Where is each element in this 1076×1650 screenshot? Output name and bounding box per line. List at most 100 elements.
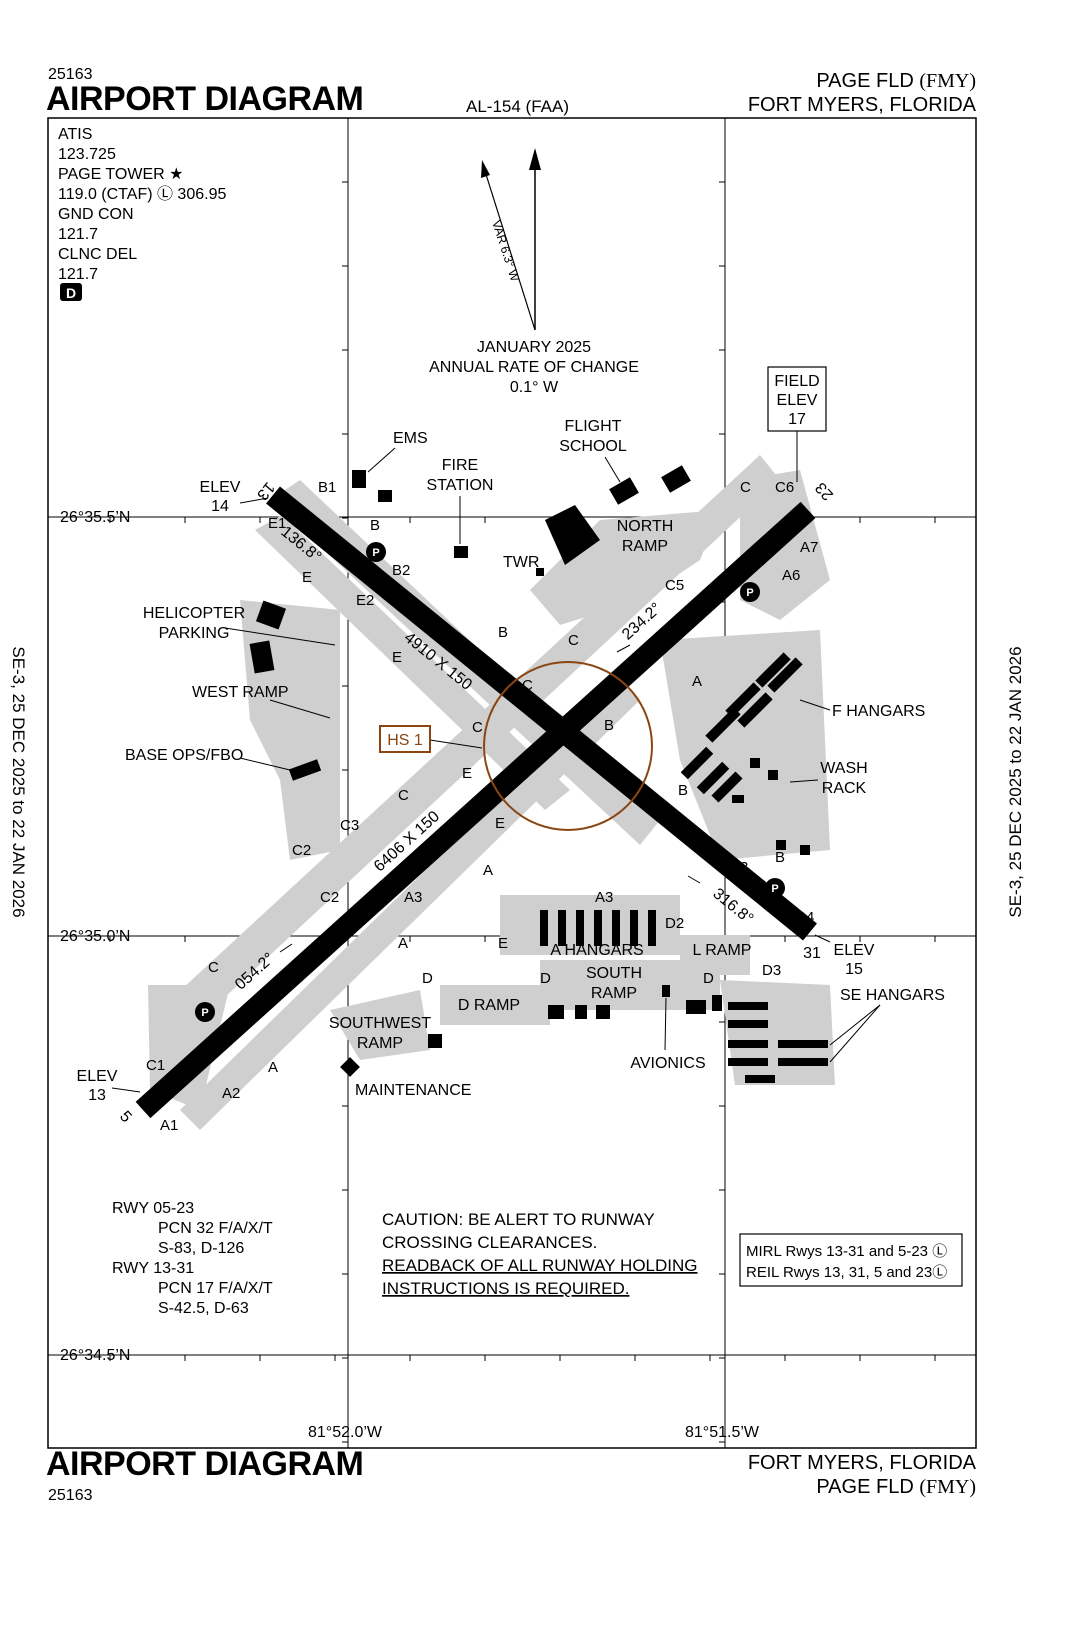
twy-b-3: B (604, 717, 614, 734)
fire-station-label-1: FIRE (442, 457, 478, 474)
twy-b4: B4 (796, 909, 814, 926)
twy-d-2: D (540, 970, 551, 987)
se-hangars (728, 1002, 828, 1083)
l-ramp-label: L RAMP (693, 942, 752, 959)
buildings (249, 465, 828, 1083)
twy-b1: B1 (318, 479, 336, 496)
magnetic-rate: 0.1° W (510, 379, 559, 396)
rwy-31-label: 31 (803, 945, 821, 962)
runway-13-31 (266, 486, 817, 941)
maintenance-label: MAINTENANCE (355, 1082, 471, 1099)
lighting-box (739, 1233, 963, 1287)
building (712, 995, 722, 1011)
comm-line-2: 123.725 (58, 146, 116, 163)
notes: RWY 05-23 PCN 32 F/A/X/T S-83, D-126 RWY… (112, 1200, 963, 1317)
hotspot-leader (429, 739, 483, 749)
south-ramp-building (596, 1005, 610, 1019)
rwy-23-label: 23 (812, 479, 837, 504)
twy-a-2: A (483, 862, 493, 879)
pcn-note-1: RWY 05-23 (112, 1200, 194, 1217)
tower-label: TWR (503, 554, 539, 571)
caution-line-2: CROSSING CLEARANCES. (382, 1233, 597, 1252)
variation-label: VAR 6.3° W (489, 219, 522, 284)
twy-a1: A1 (160, 1117, 178, 1134)
d-badge (60, 283, 82, 301)
footer-airport-name: PAGE FLD (FMY) (816, 1476, 976, 1499)
twy-c-4: C (398, 787, 409, 804)
south-ramp-label-1: SOUTH (586, 965, 642, 982)
twy-e: E (302, 569, 312, 586)
twy-a3: A3 (404, 889, 422, 906)
pcn-note-4: RWY 13-31 (112, 1260, 194, 1277)
airport-name-text: PAGE FLD (816, 70, 914, 92)
wash-rack-label-1: WASH (820, 760, 867, 777)
comm-line-9: D (66, 285, 76, 301)
elev-13-value: 14 (211, 498, 229, 515)
lat-label-1: 26°35.5’N (60, 509, 130, 526)
twy-a6: A6 (782, 567, 800, 584)
twy-b-2: B (498, 624, 508, 641)
twy-b: B (370, 517, 380, 534)
lighting-line-1: MIRL Rwys 13-31 and 5-23 Ⓛ (746, 1243, 947, 1260)
twy-e1: E1 (268, 515, 286, 532)
heli-building (255, 600, 287, 630)
elev-31-value: 15 (845, 961, 863, 978)
heli-building (249, 640, 275, 674)
west-ramp (240, 600, 340, 860)
taxiway-labels: B1 B B2 E1 E E2 B C E C C B E C E C5 C C… (146, 479, 818, 1134)
p-symbol (366, 542, 386, 562)
twy-c: C (568, 632, 579, 649)
comm-line-1: ATIS (58, 126, 92, 143)
airport-id: (FMY) (919, 70, 976, 92)
twy-c-2: C (522, 677, 533, 694)
north-ramp-label-2: RAMP (622, 538, 668, 555)
parking-symbols (195, 542, 785, 1022)
twy-a: A (692, 673, 702, 690)
footer-airport-id: (FMY) (919, 1476, 976, 1498)
twy-c5: C5 (665, 577, 684, 594)
twy-b-4: B (678, 782, 688, 799)
p-symbol (765, 878, 785, 898)
twy-c2: C2 (292, 842, 311, 859)
lat-label-2: 26°35.0’N (60, 928, 130, 945)
agency-label: AL-154 (FAA) (466, 97, 569, 116)
southwest-ramp-label-1: SOUTHWEST (329, 1015, 431, 1032)
airport-name: PAGE FLD (FMY) (816, 70, 976, 93)
twy-d: D (422, 970, 433, 987)
elev-31-label: ELEV (834, 942, 875, 959)
hotspot-circle (483, 661, 653, 831)
twy-c2-2: C2 (320, 889, 339, 906)
heli-label-2: PARKING (159, 625, 230, 642)
field-elev-label-2: ELEV (777, 392, 818, 409)
magnetic-north-arrow (483, 167, 536, 331)
comm-line-7: CLNC DEL (58, 246, 137, 263)
caution-line-1: CAUTION: BE ALERT TO RUNWAY (382, 1210, 655, 1229)
page-title: AIRPORT DIAGRAM (46, 80, 364, 118)
twy-a3-2: A3 (595, 889, 613, 906)
footer-title: AIRPORT DIAGRAM (46, 1445, 364, 1483)
pcn-note-5: PCN 17 F/A/X/T (158, 1280, 273, 1297)
elev-5-value: 13 (88, 1087, 106, 1104)
comms-block: ATIS 123.725 PAGE TOWER ★ 119.0 (CTAF) Ⓛ… (58, 126, 226, 301)
procedure-number: 25163 (48, 66, 93, 83)
l-ramp (680, 935, 750, 975)
flight-school-label-1: FLIGHT (565, 418, 622, 435)
avionics-building (662, 985, 670, 997)
svg-text:P: P (771, 883, 778, 895)
svg-text:P: P (201, 1007, 208, 1019)
svg-text:P: P (746, 587, 753, 599)
twy-e-2: E (392, 649, 402, 666)
heli-label-1: HELICOPTER (143, 605, 245, 622)
comm-line-4: 119.0 (CTAF) Ⓛ 306.95 (58, 185, 226, 203)
magnetic-rate-label: ANNUAL RATE OF CHANGE (429, 359, 639, 376)
comm-line-6: 121.7 (58, 226, 98, 243)
twy-a7: A7 (800, 539, 818, 556)
twy-d-3: D (703, 970, 714, 987)
ems-label: EMS (393, 430, 428, 447)
building (800, 845, 810, 855)
twy-c-3: C (472, 719, 483, 736)
lon-label-2: 81°51.5’W (685, 1424, 760, 1441)
comm-line-3: PAGE TOWER ★ (58, 166, 183, 183)
north-ramp-label-1: NORTH (617, 518, 674, 535)
building (378, 490, 392, 502)
